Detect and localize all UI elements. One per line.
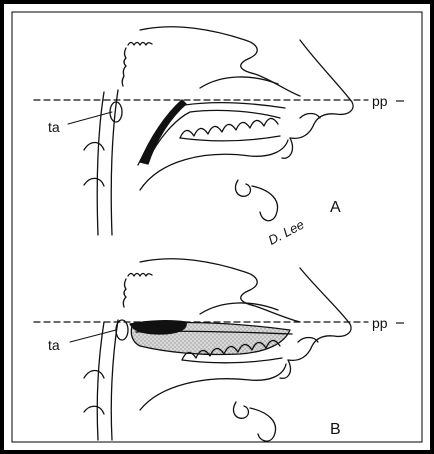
panel-a-label: A xyxy=(330,199,341,216)
panel-a-line-label: pp xyxy=(372,93,388,109)
panel-b-line-label: pp xyxy=(372,315,388,331)
panel-b-tube-label: ta xyxy=(48,337,60,353)
panel-b-label: B xyxy=(330,421,341,438)
panel-a-tube-label: ta xyxy=(48,119,60,135)
